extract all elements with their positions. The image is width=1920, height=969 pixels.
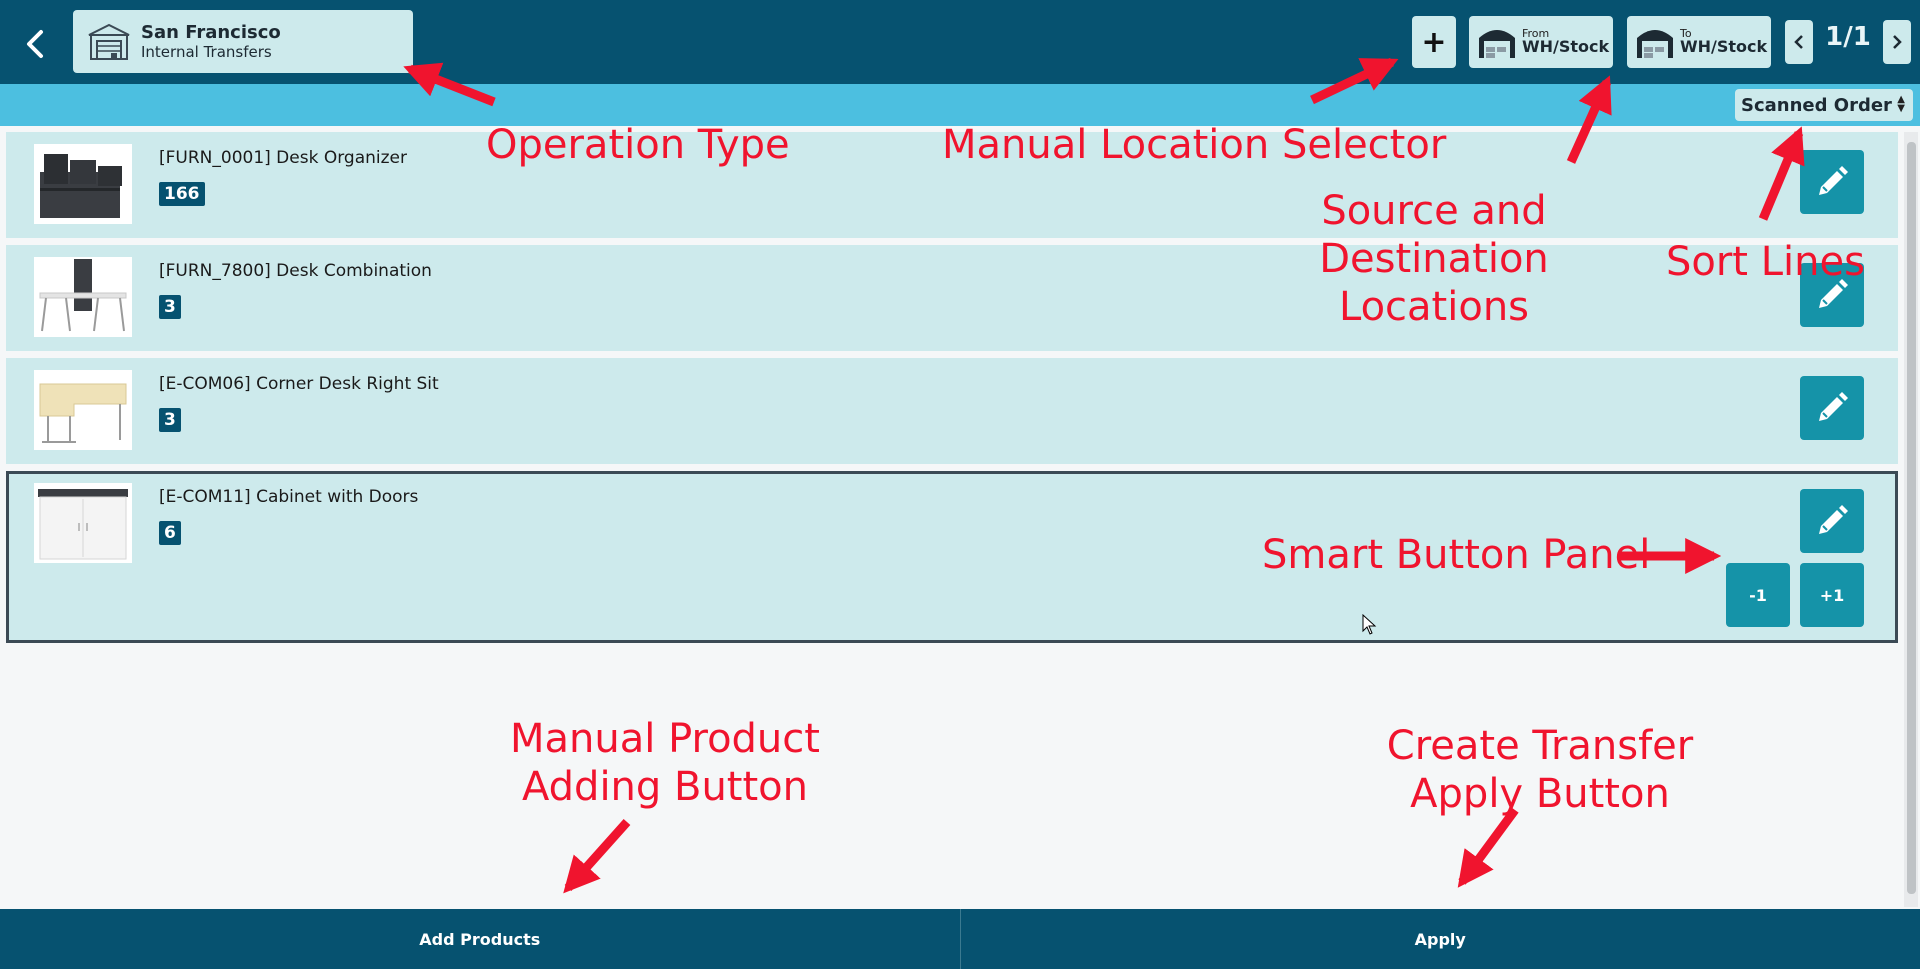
pager-next-button[interactable] <box>1883 20 1911 64</box>
chevron-right-icon <box>1893 35 1902 49</box>
operation-type-selector[interactable]: San Francisco Internal Transfers <box>73 10 413 73</box>
warehouse-icon <box>88 23 130 60</box>
annotation-source-destination: Source and Destination Locations <box>1319 188 1549 330</box>
edit-line-button[interactable] <box>1800 489 1864 553</box>
annotation-smart-panel: Smart Button Panel <box>1262 532 1651 578</box>
quantity-badge: 3 <box>159 408 181 432</box>
sort-lines-select[interactable]: Scanned Order ▲▼ <box>1735 89 1913 121</box>
annotation-manual-product: Manual Product Adding Button <box>510 716 820 810</box>
annotation-create-transfer: Create Transfer Apply Button <box>1386 723 1694 817</box>
product-name: [FURN_7800] Desk Combination <box>159 261 432 281</box>
product-line-selected[interactable]: [E-COM11] Cabinet with Doors 6 -1 +1 <box>6 471 1898 643</box>
quantity-badge: 166 <box>159 182 205 206</box>
product-line[interactable]: [FURN_7800] Desk Combination 3 <box>6 245 1898 351</box>
pager-value: 1/1 <box>1825 22 1871 52</box>
product-lines: [FURN_0001] Desk Organizer 166 [FURN_780… <box>6 132 1898 650</box>
pencil-icon <box>1819 392 1848 421</box>
scrollbar[interactable] <box>1904 132 1918 907</box>
product-name: [FURN_0001] Desk Organizer <box>159 148 407 168</box>
scrollbar-thumb[interactable] <box>1907 142 1916 894</box>
chevron-left-icon <box>1794 35 1803 49</box>
product-line[interactable]: [E-COM06] Corner Desk Right Sit 3 <box>6 358 1898 464</box>
pencil-icon <box>1819 166 1848 195</box>
to-label: To <box>1680 26 1692 40</box>
apply-button[interactable]: Apply <box>1414 929 1466 949</box>
from-label: From <box>1522 26 1550 40</box>
product-image-desk-combination <box>34 257 132 337</box>
product-name: [E-COM06] Corner Desk Right Sit <box>159 374 439 394</box>
top-bar: San Francisco Internal Transfers + From … <box>0 0 1920 84</box>
product-image-cabinet <box>34 483 132 563</box>
add-products-button[interactable]: Add Products <box>0 909 961 969</box>
warehouse-icon <box>1479 30 1515 58</box>
manual-location-button[interactable]: + <box>1412 16 1456 68</box>
select-arrows-icon: ▲▼ <box>1897 94 1905 114</box>
quantity-badge: 3 <box>159 295 181 319</box>
quantity-badge: 6 <box>159 521 181 545</box>
product-image-desk-organizer <box>34 144 132 224</box>
mouse-cursor-icon <box>1362 614 1377 635</box>
operation-type-subtitle: Internal Transfers <box>141 43 272 62</box>
product-line[interactable]: [FURN_0001] Desk Organizer 166 <box>6 132 1898 238</box>
source-location-button[interactable]: From WH/Stock <box>1469 16 1613 68</box>
to-value: WH/Stock <box>1680 37 1768 57</box>
product-name: [E-COM11] Cabinet with Doors <box>159 487 419 507</box>
pencil-icon <box>1819 279 1848 308</box>
edit-line-button[interactable] <box>1800 150 1864 214</box>
pencil-icon <box>1819 505 1848 534</box>
edit-line-button[interactable] <box>1800 376 1864 440</box>
warehouse-icon <box>1637 30 1673 58</box>
annotation-sort-lines: Sort Lines <box>1666 239 1865 285</box>
sort-selected-value: Scanned Order <box>1741 94 1892 116</box>
product-image-corner-desk <box>34 370 132 450</box>
destination-location-button[interactable]: To WH/Stock <box>1627 16 1771 68</box>
back-button[interactable] <box>18 24 52 64</box>
pager-prev-button[interactable] <box>1785 20 1813 64</box>
edit-line-button[interactable] <box>1800 263 1864 327</box>
decrement-button[interactable]: -1 <box>1726 563 1790 627</box>
operation-type-title: San Francisco <box>141 21 281 43</box>
back-chevron-icon <box>27 30 43 58</box>
annotation-manual-location: Manual Location Selector <box>942 122 1447 168</box>
annotation-operation-type: Operation Type <box>486 122 790 168</box>
increment-button[interactable]: +1 <box>1800 563 1864 627</box>
bottom-bar: Add Products Apply <box>0 909 1920 969</box>
from-value: WH/Stock <box>1522 37 1610 57</box>
